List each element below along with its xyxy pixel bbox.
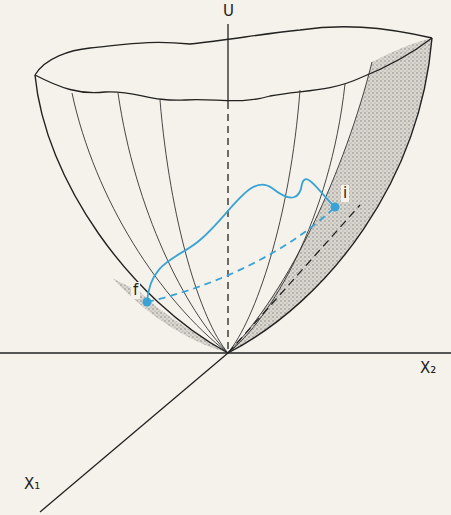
point-label: i [341,185,349,202]
shaded-band [228,38,432,353]
bowl-rim [35,27,432,75]
u-axis-hidden [227,102,228,353]
bowl-edge [228,38,432,353]
state-point [331,203,340,212]
reversible-path [147,207,335,302]
point-label: f [131,282,140,299]
x1-axis [40,353,228,512]
axis-label: U [221,3,236,20]
irreversible-path [147,179,335,302]
axis-label: X₁ [22,476,42,493]
shaded-band [112,278,228,353]
state-point [143,298,152,307]
u-axis [227,24,228,102]
x2-axis [0,352,451,353]
axis-label: X₂ [418,360,438,377]
meridian-lines [72,62,372,353]
bowl-edge [35,75,228,353]
hidden-line [228,205,360,353]
bowl-rim [35,38,432,101]
